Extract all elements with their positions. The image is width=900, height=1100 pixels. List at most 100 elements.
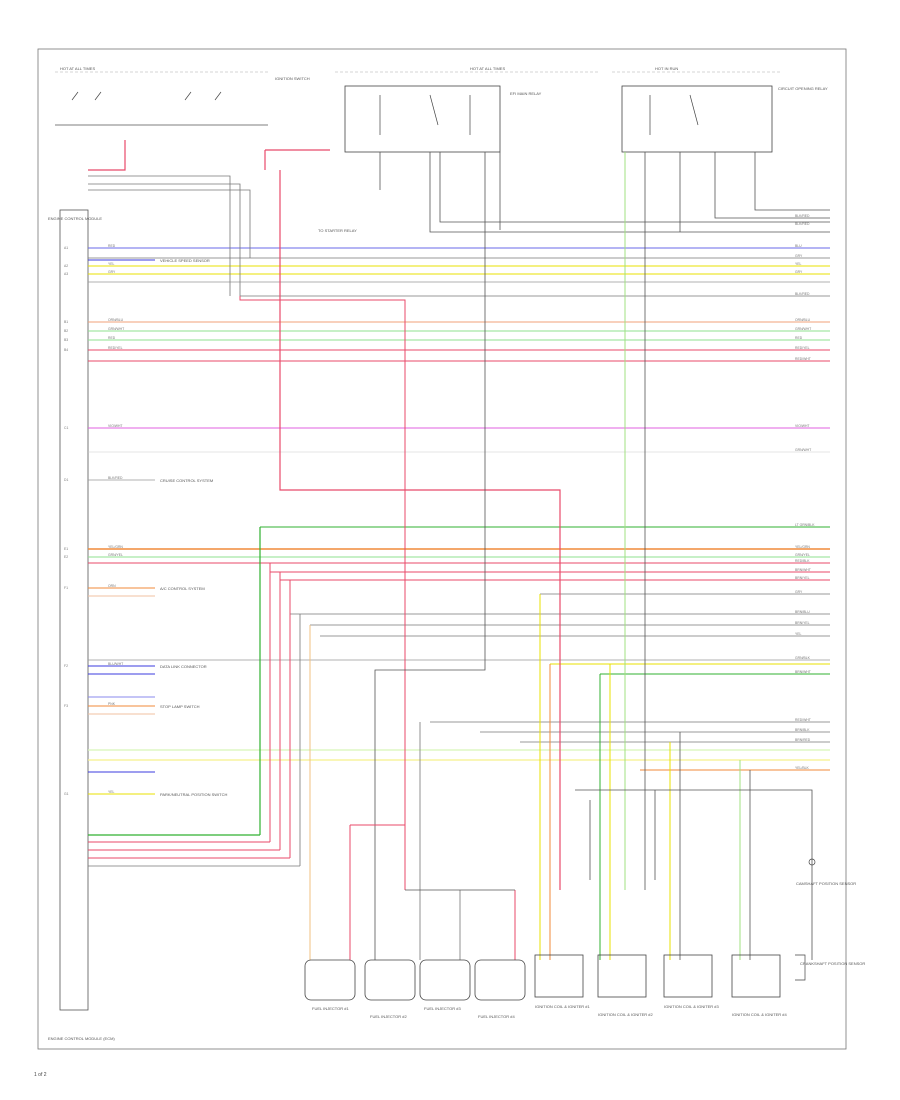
- right-wire-label: RED/YEL: [795, 346, 810, 350]
- right-wire-label: RED/WHT: [795, 357, 811, 361]
- right-wire-label: BLK/RED: [795, 222, 810, 226]
- right-wire-label: YEL/BLK: [795, 766, 809, 770]
- right-wire-label: YEL/GRN: [795, 545, 810, 549]
- right-wire-label: GRY: [795, 590, 803, 594]
- note-cruise: CRUISE CONTROL SYSTEM: [160, 478, 213, 483]
- coil-3-label: IGNITION COIL & IGNITER #3: [664, 1004, 720, 1009]
- diagram-border: [37, 48, 847, 1050]
- right-wire-label: LT GRN/BLK: [795, 523, 815, 527]
- injector-1-label: FUEL INJECTOR #1: [312, 1006, 349, 1011]
- ecm-pin-label: E1: [64, 547, 68, 551]
- fuel-injector-2: [364, 959, 416, 1001]
- left-wire-label: RED: [108, 336, 116, 340]
- right-wire-label: GRY: [795, 254, 803, 258]
- fuel-injector-1: [304, 959, 356, 1001]
- coil-1-label: IGNITION COIL & IGNITER #1: [535, 1004, 591, 1009]
- left-wire-label: RED: [108, 244, 116, 248]
- fuel-injector-4: [474, 959, 526, 1001]
- right-wire-label: BRN/YEL: [795, 621, 810, 625]
- cam-sensor: CAMSHAFT POSITION SENSOR CRANKSHAFT POSI…: [795, 858, 865, 981]
- injector-2-label: FUEL INJECTOR #2: [370, 1014, 407, 1019]
- left-stubs: [88, 259, 155, 795]
- ecm-pin-label: B2: [64, 329, 68, 333]
- ecm-pin-label: A1: [64, 246, 68, 250]
- right-wire-label: GRY: [795, 270, 803, 274]
- note-dlc: DATA LINK CONNECTOR: [160, 664, 207, 669]
- page-number: 1 of 2: [34, 1072, 47, 1078]
- left-wire-label: BLU/WHT: [108, 662, 123, 666]
- ecm-pin-label: B4: [64, 348, 68, 352]
- right-wire-label: GRN/YEL: [795, 553, 810, 557]
- left-wire-label: GRY: [108, 270, 116, 274]
- starter-relay-label: TO STARTER RELAY: [318, 228, 357, 233]
- ignition-coil-1: [534, 954, 584, 998]
- left-wire-label: PNK: [108, 702, 116, 706]
- ignition-coil-3: [663, 954, 713, 998]
- left-wire-label: ORN/BLU: [108, 318, 124, 322]
- right-wire-label: YEL: [795, 262, 802, 266]
- crank-sensor-label: CRANKSHAFT POSITION SENSOR: [800, 961, 865, 966]
- power-bundle: [88, 140, 561, 890]
- fuel-injectors: FUEL INJECTOR #1 FUEL INJECTOR #2 FUEL I…: [304, 959, 526, 1019]
- right-wire-label: VIO/WHT: [795, 424, 810, 428]
- ecm-connector: ENGINE CONTROL MODULE ENGINE CONTROL MOD…: [48, 209, 115, 1041]
- left-wire-label: GRN/YEL: [108, 553, 123, 557]
- right-wire-label: ORN/BLU: [795, 318, 811, 322]
- left-wire-label: RED/YEL: [108, 346, 123, 350]
- right-wire-label: BRN/BLK: [795, 728, 810, 732]
- ecm-pin-label: C1: [64, 426, 68, 430]
- ecm-pin-label: A2: [64, 264, 68, 268]
- coil-4-label: IGNITION COIL & IGNITER #4: [732, 1012, 788, 1017]
- note-pnp: PARK/NEUTRAL POSITION SWITCH: [160, 792, 227, 797]
- right-wire-label: BRN/RED: [795, 738, 811, 742]
- left-wire-label: VIO/WHT: [108, 424, 123, 428]
- coil-2-label: IGNITION COIL & IGNITER #2: [598, 1012, 654, 1017]
- right-wire-label: RED: [795, 336, 803, 340]
- fuse-box-left-label: HOT AT ALL TIMES: [60, 66, 95, 71]
- ecm-pin-label: A3: [64, 272, 68, 276]
- left-signal-notes: VEHICLE SPEED SENSOR CRUISE CONTROL SYST…: [160, 258, 227, 797]
- circuit-opening-relay-label: CIRCUIT OPENING RELAY: [778, 86, 828, 91]
- note-ac: A/C CONTROL SYSTEM: [160, 586, 205, 591]
- right-wire-label: BRN/YEL: [795, 576, 810, 580]
- left-wire-label: YEL: [108, 790, 115, 794]
- fuse-box-center-label: HOT AT ALL TIMES: [470, 66, 505, 71]
- signal-lines: [88, 247, 830, 867]
- ecm-label: ENGINE CONTROL MODULE: [48, 216, 102, 221]
- relay-drops: [374, 152, 830, 960]
- left-wire-label: GRN/WHT: [108, 327, 124, 331]
- cam-sensor-label: CAMSHAFT POSITION SENSOR: [796, 881, 856, 886]
- right-wire-label: BLK/RED: [795, 214, 810, 218]
- right-wire-labels: BLK/REDBLK/REDBLUGRYYELGRYBLK/REDORN/BLU…: [64, 214, 815, 796]
- circuit-opening-relay-box: HOT IN RUN CIRCUIT OPENING RELAY: [612, 66, 828, 153]
- left-wire-label: BLK/RED: [108, 476, 123, 480]
- right-wire-label: RED/WHT: [795, 718, 811, 722]
- ecm-pin-label: D1: [64, 478, 68, 482]
- note-stop: STOP LAMP SWITCH: [160, 704, 200, 709]
- ignition-coil-2: [597, 954, 647, 998]
- ignition-switch-label: IGNITION SWITCH: [275, 76, 310, 81]
- right-wire-label: GRN/WHT: [795, 448, 811, 452]
- right-wire-label: BLK/RED: [795, 292, 810, 296]
- fuse-box-left: HOT AT ALL TIMES IGNITION SWITCH: [55, 66, 310, 126]
- injector-3-label: FUEL INJECTOR #3: [424, 1006, 461, 1011]
- ecm-pin-label: F3: [64, 704, 68, 708]
- right-wire-label: GRN/BLK: [795, 656, 811, 660]
- ecm-pin-label: B1: [64, 320, 68, 324]
- left-wire-label: YEL: [108, 262, 115, 266]
- ignition-coils: IGNITION COIL & IGNITER #1 IGNITION COIL…: [534, 954, 788, 1017]
- component-feeders: [259, 527, 813, 960]
- ecm-bottom-label: ENGINE CONTROL MODULE (ECM): [48, 1036, 115, 1041]
- right-wire-label: BRN/WHT: [795, 670, 811, 674]
- right-wire-label: RED/BLK: [795, 559, 810, 563]
- injector-4-label: FUEL INJECTOR #4: [478, 1014, 515, 1019]
- ignition-coil-4: [731, 954, 781, 998]
- right-wire-label: BRN/WHT: [795, 568, 811, 572]
- ecm-pin-label: E2: [64, 555, 68, 559]
- ecm-pin-label: G1: [64, 792, 69, 796]
- ecm-pin-label: F1: [64, 586, 68, 590]
- left-wire-label: ORN: [108, 584, 116, 588]
- right-wire-label: YEL: [795, 632, 802, 636]
- right-wire-label: BRN/BLU: [795, 610, 810, 614]
